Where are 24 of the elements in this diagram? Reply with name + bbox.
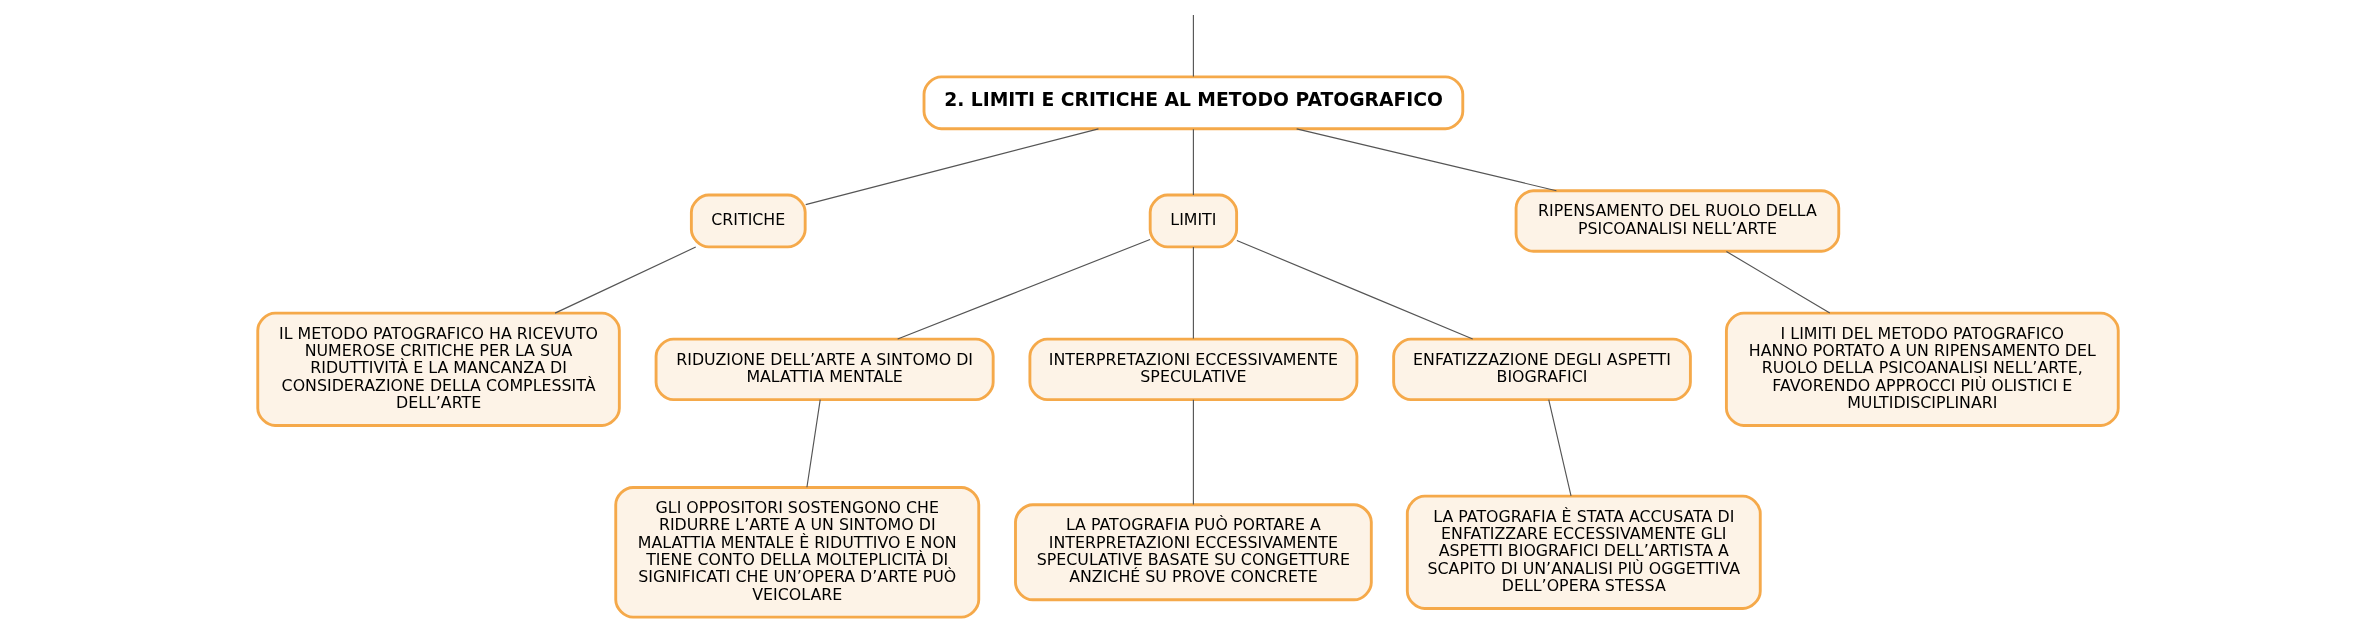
connector (1236, 239, 1474, 340)
node-box: LA PATOGRAFIA PUÒ PORTARE A INTERPRETAZIONI ECCESSIVAMENTE SPECULATIVE BASATE SU CONGETTURE ANZICHÉ SU PROVE CONCRETE (1014, 503, 1373, 602)
connector (805, 128, 1100, 206)
connector (1725, 250, 1831, 314)
node-box: IL METODO PATOGRAFICO HA RICEVUTO NUMEROSE CRITICHE PER LA SUA RIDUTTIVITÀ E LA MANCANZA DI CONSIDERAZIONE DELLA COMPLESSITÀ DELL’ARTE (256, 311, 621, 427)
connector (1192, 246, 1194, 340)
node-box: LA PATOGRAFIA È STATA ACCUSATA DI ENFATIZZARE ECCESSIVAMENTE GLI ASPETTI BIOGRAFICI DELL’ARTISTA A SCAPITO DI UN’ANALISI PIÙ OGGETTIVA DELL’OPERA STESSA (1405, 494, 1762, 610)
node-box: RIPENSAMENTO DEL RUOLO DELLA PSICOANALISI NELL’ARTE (1514, 189, 1841, 253)
node-box: I LIMITI DEL METODO PATOGRAFICO HANNO PORTATO A UN RIPENSAMENTO DEL RUOLO DELLA PSICOANALISI NELL’ARTE, FAVORENDO APPROCCI PIÙ OLISTICI E MULTIDISCIPLINARI (1724, 311, 2120, 427)
node-box: ENFATIZZAZIONE DEGLI ASPETTI BIOGRAFICI (1392, 337, 1692, 401)
connector (806, 399, 821, 488)
node-box: RIDUZIONE DELL’ARTE A SINTOMO DI MALATTIA MENTALE (654, 337, 995, 401)
connector (897, 238, 1151, 340)
connector (1296, 128, 1557, 192)
node-box: GLI OPPOSITORI SOSTENGONO CHE RIDURRE L’ARTE A UN SINTOMO DI MALATTIA MENTALE È RIDUTTIVO E NON TIENE CONTO DELLA MOLTEPLICITÀ DI SIGNIFICATI CHE UN’OPERA D’ARTE PUÒ VEICOLARE (614, 486, 981, 619)
node-box: CRITICHE (689, 193, 807, 249)
connector (554, 246, 697, 314)
node-box: INTERPRETAZIONI ECCESSIVAMENTE SPECULATIVE (1028, 337, 1359, 401)
node-box: LIMITI (1148, 193, 1239, 249)
connector (1192, 128, 1194, 196)
node-box: 2. LIMITI E CRITICHE AL METODO PATOGRAFICO (922, 75, 1465, 131)
connector (1548, 399, 1572, 497)
connector (1192, 399, 1194, 505)
connector (1192, 14, 1194, 78)
